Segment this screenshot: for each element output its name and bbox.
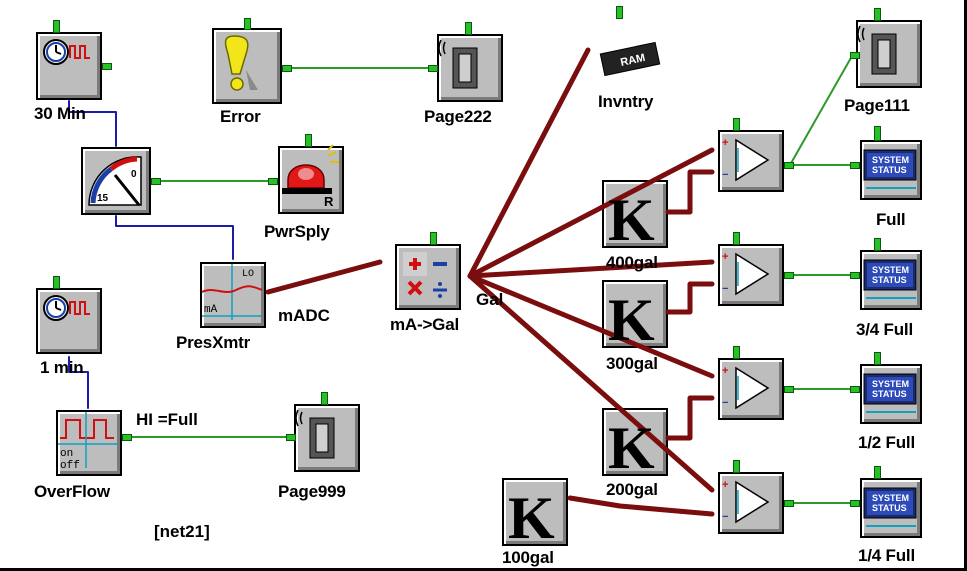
wire-k200-cmp3 (665, 395, 715, 441)
wire-k100-cmp4 (567, 495, 715, 517)
comparator-icon: + − (722, 137, 770, 182)
pager-icon (438, 39, 478, 89)
svg-text:R: R (324, 194, 334, 209)
label-math: mA->Gal (390, 315, 459, 334)
label-sys-quarter: 1/4 Full (858, 546, 915, 565)
svg-text:off: off (60, 460, 80, 472)
label-error: Error (220, 107, 261, 126)
clock-pulse-icon (43, 39, 90, 65)
svg-text:−: − (722, 169, 728, 181)
label-30min: 30 Min (34, 104, 86, 123)
comparator-icon: + − (722, 251, 770, 296)
svg-text:STATUS: STATUS (872, 275, 907, 285)
svg-text:SYSTEM: SYSTEM (872, 493, 909, 503)
system-status-icon: SYSTEM STATUS (863, 259, 917, 299)
gauge-icon: 0 15 (88, 156, 142, 206)
svg-text:+: + (722, 479, 728, 491)
label-sys-3q: 3/4 Full (856, 320, 913, 339)
wire-math-cmp2 (467, 259, 715, 279)
constant-k-icon: K (508, 485, 555, 551)
system-status-icon: SYSTEM STATUS (863, 373, 917, 413)
pager-icon (857, 25, 897, 75)
label-presxmtr: PresXmtr (176, 333, 250, 352)
svg-text:SYSTEM: SYSTEM (872, 155, 909, 165)
svg-text:RAM: RAM (619, 52, 646, 69)
wire-k300-cmp2 (665, 281, 715, 315)
wire-timer1-overflow (68, 356, 89, 409)
label-page999: Page999 (278, 482, 346, 501)
wire-label-gal: Gal (476, 290, 504, 309)
node-page222[interactable] (437, 34, 503, 102)
wire-math-cmp1 (467, 147, 715, 279)
svg-text:K: K (608, 415, 655, 481)
wire-timer30-gauge (68, 100, 117, 147)
comparator-icon: + − (722, 479, 770, 524)
clock-pulse-icon (43, 295, 90, 321)
constant-k-icon: K (608, 187, 655, 253)
svg-text:STATUS: STATUS (872, 165, 907, 175)
label-invntry: Invntry (598, 92, 654, 111)
net-label: [net21] (154, 522, 210, 541)
label-k200: 200gal (606, 480, 658, 499)
label-k300: 300gal (606, 354, 658, 373)
svg-text:on: on (60, 448, 73, 460)
svg-text:−: − (722, 397, 728, 409)
svg-text:K: K (508, 485, 555, 551)
label-overflow: OverFlow (34, 482, 110, 501)
wire-gauge-presxmtr (115, 215, 234, 260)
wire-math-invntry (467, 47, 591, 279)
svg-text:15: 15 (97, 193, 109, 204)
svg-text:LO: LO (242, 269, 254, 280)
wire-label-hi-full: HI =Full (136, 410, 198, 429)
wire-label-madc: mADC (278, 306, 330, 325)
svg-text:K: K (608, 187, 655, 253)
system-status-icon: SYSTEM STATUS (863, 149, 917, 189)
svg-text:+: + (722, 137, 728, 149)
wire-k400-cmp1 (665, 169, 715, 215)
svg-text:−: − (722, 511, 728, 523)
label-k100: 100gal (502, 548, 554, 567)
svg-text:+: + (722, 251, 728, 263)
svg-text:SYSTEM: SYSTEM (872, 265, 909, 275)
node-presxmtr[interactable] (200, 262, 266, 328)
svg-text:−: − (722, 283, 728, 295)
pressure-transmitter-icon: LO mA (201, 264, 263, 320)
math-operations-icon (403, 252, 447, 298)
svg-text:STATUS: STATUS (872, 503, 907, 513)
alarm-bell-icon: R (282, 144, 339, 209)
warning-icon (224, 35, 258, 91)
wire-presxmtr-math (265, 259, 383, 295)
label-sys-full: Full (876, 210, 906, 229)
svg-text:+: + (722, 365, 728, 377)
label-pwrsply: PwrSply (264, 222, 330, 241)
system-status-icon: SYSTEM STATUS (863, 487, 917, 527)
constant-k-icon: K (608, 415, 655, 481)
constant-k-icon: K (608, 287, 655, 353)
label-page111: Page111 (844, 96, 910, 115)
label-page222: Page222 (424, 107, 492, 126)
svg-text:STATUS: STATUS (872, 389, 907, 399)
wire-math-cmp4 (467, 273, 715, 493)
svg-text:mA: mA (204, 304, 218, 316)
wire-cmp1-page111 (789, 55, 853, 166)
ram-chip-icon: RAM (599, 41, 661, 77)
label-k400: 400gal (606, 253, 658, 272)
svg-text:SYSTEM: SYSTEM (872, 379, 909, 389)
label-1min: 1 min (40, 358, 84, 377)
svg-text:0: 0 (131, 169, 137, 180)
pager-icon (295, 409, 335, 459)
comparator-icon: + − (722, 365, 770, 410)
label-sys-half: 1/2 Full (858, 433, 915, 452)
node-k100[interactable] (502, 478, 568, 546)
on-off-switch-icon: on off (58, 412, 118, 472)
wire-math-cmp3 (467, 273, 715, 379)
svg-text:K: K (608, 287, 655, 353)
